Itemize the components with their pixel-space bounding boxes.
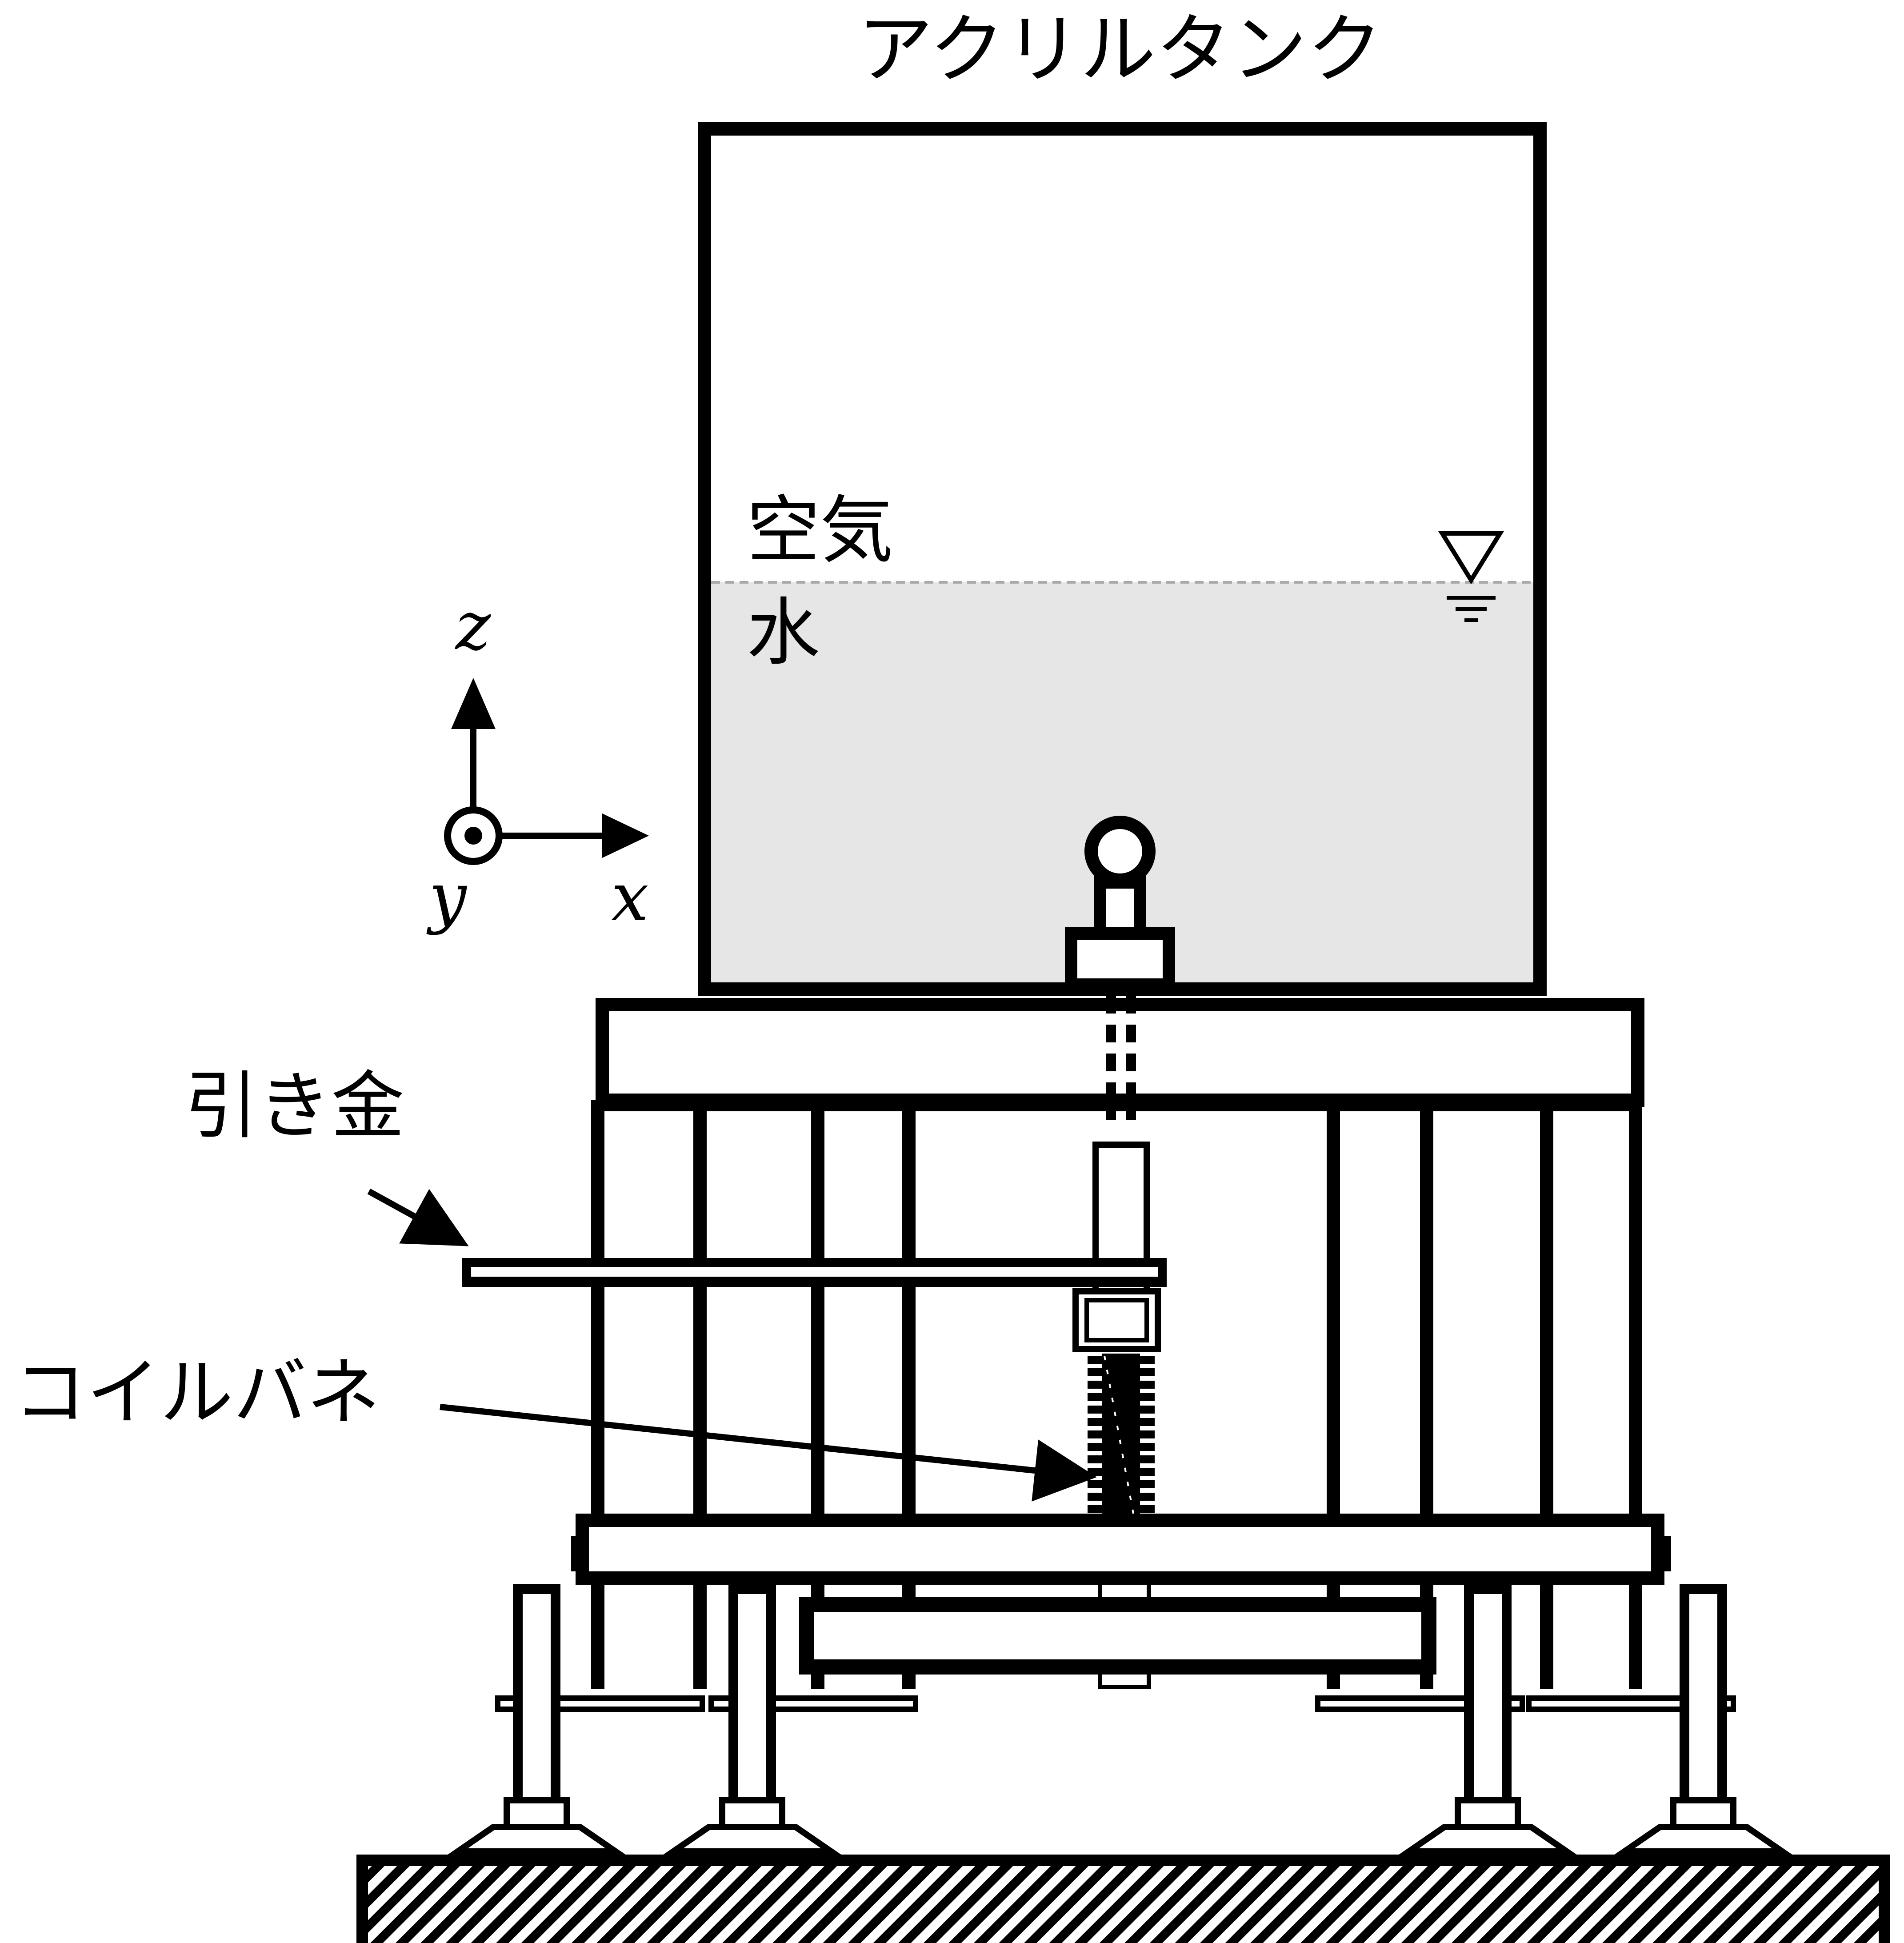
hinge-mount — [1065, 816, 1175, 991]
trigger-pointer — [367, 1188, 469, 1246]
y-axis-label: y — [426, 859, 468, 936]
x-axis-label: x — [611, 859, 649, 936]
water-level-symbol — [1438, 531, 1504, 622]
z-axis-label: z — [455, 588, 491, 665]
spring-label: コイルバネ — [13, 1350, 380, 1435]
leveling-foot-4 — [1614, 1584, 1792, 1855]
air-label: 空気 — [747, 488, 893, 573]
spring-upper-holder — [1072, 1288, 1161, 1352]
coil-spring — [1088, 1354, 1155, 1540]
trigger-bar — [462, 1258, 1167, 1287]
spring-pointer — [440, 1404, 1097, 1502]
tank-label: アクリルタンク — [857, 6, 1383, 94]
leveling-foot-2 — [663, 1584, 841, 1855]
trigger-label: 引き金 — [184, 1063, 404, 1149]
ground-hatched — [356, 1855, 1890, 1943]
foot-flanges — [495, 1695, 1736, 1712]
leveling-foot-3 — [1399, 1584, 1577, 1855]
base-plate — [596, 998, 1644, 1107]
lower-frame — [571, 1514, 1671, 1675]
water-label: 水 — [747, 590, 820, 675]
coordinate-axes — [444, 678, 649, 865]
leveling-foot-1 — [448, 1584, 626, 1855]
support-frame — [591, 1098, 1642, 1689]
